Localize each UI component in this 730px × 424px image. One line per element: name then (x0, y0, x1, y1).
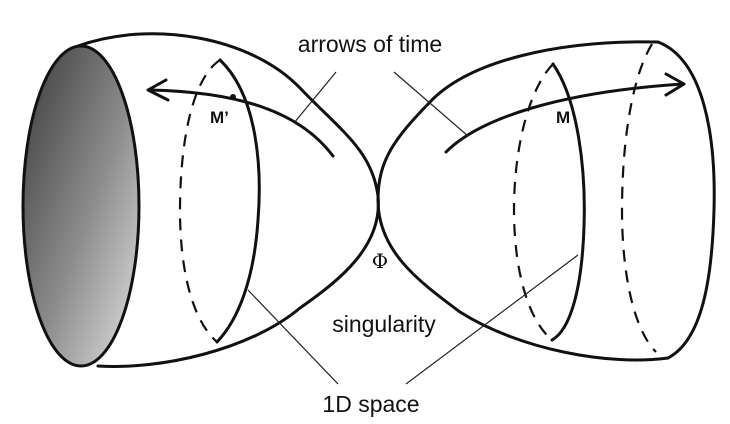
left-cross-section-back (178, 59, 221, 343)
right-rim-dashed (620, 43, 657, 353)
right-cross-section-front (550, 62, 586, 342)
arrows-of-time-label: arrows of time (298, 31, 442, 57)
phi-label: Φ (372, 249, 388, 273)
arrow-of-time-right (444, 72, 686, 154)
right-cone-rim (656, 40, 716, 360)
space-label: 1D space (322, 391, 419, 417)
left-cone (21, 32, 380, 368)
left-cone-opening (21, 44, 141, 368)
leader-space-right (405, 254, 579, 385)
arrow-of-time-left (146, 78, 335, 158)
point-m-prime-marker (230, 94, 236, 100)
point-m-prime-label: M’ (210, 108, 229, 127)
left-cross-section-front (215, 58, 261, 344)
right-cross-section-back (512, 63, 554, 341)
right-cone-surface (376, 40, 670, 362)
point-m-label: M (556, 108, 570, 127)
leader-space-left (247, 289, 339, 385)
leader-arrows-left (293, 71, 337, 124)
singularity-label: singularity (332, 311, 436, 337)
leader-arrows-right (393, 71, 469, 137)
right-cone (376, 40, 716, 362)
